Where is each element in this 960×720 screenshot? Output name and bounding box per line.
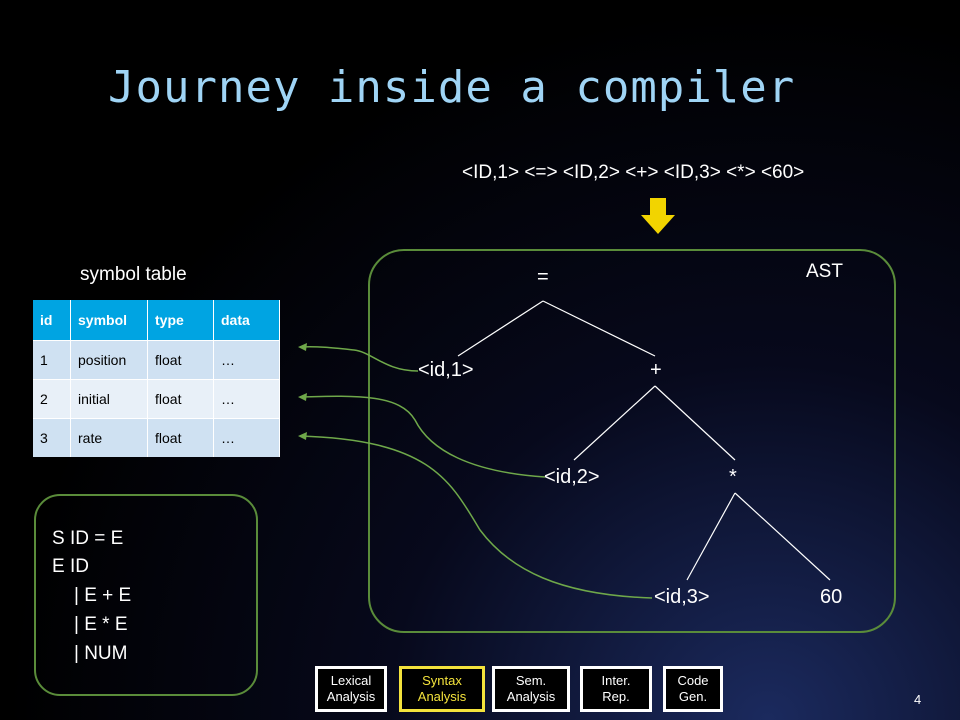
page-number: 4 <box>914 692 922 707</box>
header-data: data <box>213 300 280 341</box>
stage-inter-rep: Inter. Rep. <box>580 666 652 712</box>
cell-symbol: rate <box>70 418 148 457</box>
grammar-rule-4: | E * E <box>74 614 128 635</box>
grammar-rule-5: | NUM <box>74 643 128 664</box>
down-arrow-icon <box>641 198 675 239</box>
cell-type: float <box>147 379 214 419</box>
stage-code-gen: Code Gen. <box>663 666 723 712</box>
cell-symbol: initial <box>70 379 148 419</box>
link-id2-row2 <box>299 395 546 478</box>
edge-assign-plus <box>542 300 656 357</box>
edge-assign-id1 <box>457 300 544 357</box>
cell-type: float <box>147 418 214 457</box>
table-row: 2 initial float … <box>33 379 280 419</box>
symbol-table: id symbol type data 1 position float … 2… <box>33 300 280 457</box>
arrowhead-row1 <box>298 343 307 351</box>
edge-times-id3 <box>686 492 736 581</box>
table-row: 1 position float … <box>33 340 280 380</box>
ast-node-id3: <id,3> <box>654 586 710 608</box>
stage-lexical-analysis: Lexical Analysis <box>315 666 387 712</box>
edge-times-num <box>734 492 831 581</box>
table-row: 3 rate float … <box>33 418 280 457</box>
stage-syntax-analysis: Syntax Analysis <box>399 666 485 712</box>
grammar-rule-2: E ID <box>52 556 89 577</box>
ast-node-num: 60 <box>820 586 843 608</box>
slide-title: Journey inside a compiler <box>108 62 796 113</box>
link-id3-row3 <box>299 435 653 599</box>
link-id1-row1 <box>299 346 419 372</box>
cell-symbol: position <box>70 340 148 380</box>
ast-node-id1: <id,1> <box>418 359 474 381</box>
symbol-table-caption: symbol table <box>80 264 187 285</box>
ast-node-times: * <box>729 466 737 488</box>
grammar-box <box>34 494 258 696</box>
cell-data: … <box>213 340 280 380</box>
ast-node-assign: = <box>537 266 549 288</box>
ast-node-id2: <id,2> <box>544 466 600 488</box>
cell-id: 1 <box>33 340 71 380</box>
ast-node-plus: + <box>650 359 662 381</box>
cell-id: 3 <box>33 418 71 457</box>
ast-container <box>368 249 896 633</box>
edge-plus-id2 <box>573 385 656 461</box>
grammar-rule-1: S ID = E <box>52 528 124 549</box>
cell-type: float <box>147 340 214 380</box>
grammar-rule-3: | E + E <box>74 585 132 606</box>
cell-id: 2 <box>33 379 71 419</box>
cell-data: … <box>213 379 280 419</box>
edge-plus-times <box>654 385 736 461</box>
header-id: id <box>33 300 71 341</box>
symbol-table-header: id symbol type data <box>33 300 280 341</box>
header-symbol: symbol <box>70 300 148 341</box>
cell-data: … <box>213 418 280 457</box>
token-stream: <ID,1> <=> <ID,2> <+> <ID,3> <*> <60> <box>462 162 805 183</box>
ast-label: AST <box>806 261 843 282</box>
arrowhead-row2 <box>298 393 307 401</box>
header-type: type <box>147 300 214 341</box>
stage-sem-analysis: Sem. Analysis <box>492 666 570 712</box>
arrowhead-row3 <box>298 432 307 440</box>
